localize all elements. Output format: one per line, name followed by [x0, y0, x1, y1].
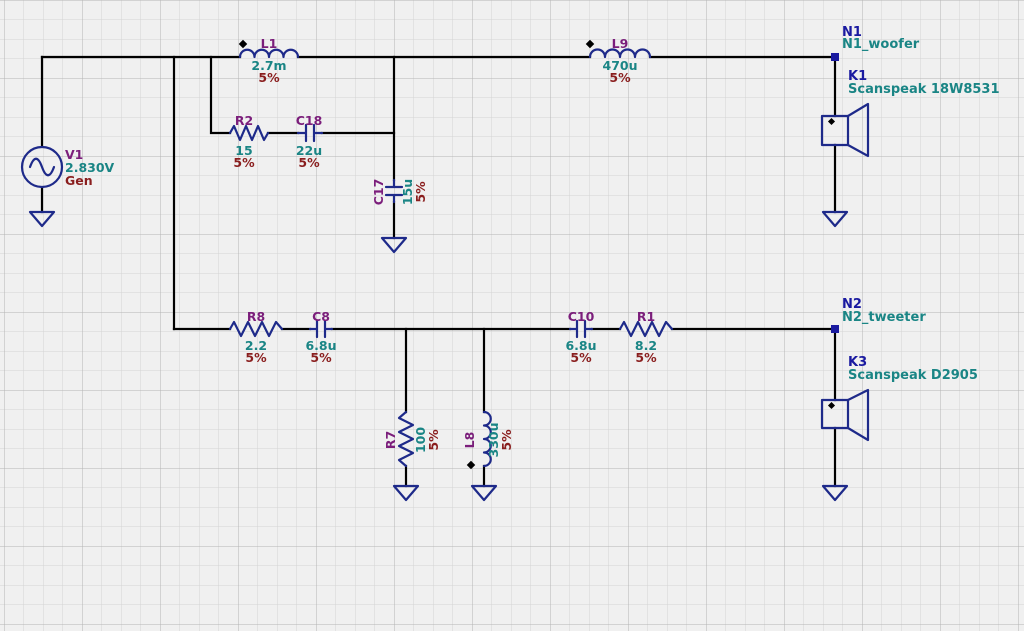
polarity-dot: [238, 39, 248, 49]
ground-icon: [380, 236, 408, 254]
r7-tol: 5%: [426, 429, 441, 451]
v1-extra: Gen: [65, 173, 93, 188]
resistor-icon: [228, 320, 284, 338]
l9-tol: 5%: [609, 70, 631, 85]
r7-name: R7: [383, 431, 398, 449]
capacitor-icon: [308, 319, 334, 339]
ground-symbols: [28, 210, 849, 502]
speaker-k1[interactable]: K1 Scanspeak 18W8531: [820, 69, 1000, 158]
l8-tol: 5%: [499, 429, 514, 451]
r2-value: 15: [235, 143, 252, 158]
v1-name: V1: [65, 147, 83, 162]
r8-tol: 5%: [245, 350, 267, 365]
component-r1[interactable]: R1 8.2 5%: [618, 309, 674, 365]
c8-name: C8: [312, 309, 330, 324]
node-n2[interactable]: N2 N2_tweeter: [831, 297, 926, 333]
n1-id: N1: [842, 25, 862, 40]
c8-tol: 5%: [310, 350, 332, 365]
component-r2[interactable]: R2 15 5%: [228, 113, 270, 170]
c8-value: 6.8u: [305, 338, 336, 353]
c10-name: C10: [568, 309, 595, 324]
capacitor-icon: [568, 319, 594, 339]
component-c8[interactable]: C8 6.8u 5%: [305, 309, 336, 365]
resistor-icon: [618, 320, 674, 338]
r2-tol: 5%: [233, 155, 255, 170]
r1-value: 8.2: [635, 338, 657, 353]
ac-source-icon: [20, 145, 64, 189]
component-l8[interactable]: L8 330u 5%: [462, 410, 514, 470]
resistor-icon: [397, 410, 415, 468]
n2-label: N2_tweeter: [842, 310, 926, 325]
component-r8[interactable]: R8 2.2 5%: [228, 309, 284, 365]
component-c10[interactable]: C10 6.8u 5%: [565, 309, 596, 365]
component-l9[interactable]: L9 470u 5%: [585, 36, 652, 85]
l9-value: 470u: [603, 58, 638, 73]
ground-icon: [821, 484, 849, 502]
n2-id: N2: [842, 297, 862, 312]
component-v1[interactable]: V1 2.830V Gen: [20, 145, 115, 189]
c18-value: 22u: [296, 143, 322, 158]
speaker-icon: [820, 102, 870, 158]
ground-icon: [470, 484, 498, 502]
k3-name: K3: [848, 355, 867, 370]
k1-name: K1: [848, 69, 867, 84]
r8-value: 2.2: [245, 338, 267, 353]
r8-name: R8: [247, 309, 265, 324]
r1-tol: 5%: [635, 350, 657, 365]
node-marker: [831, 325, 839, 333]
wires: [40, 55, 837, 488]
component-r7[interactable]: R7 100 5%: [383, 410, 441, 468]
capacitor-icon: [296, 123, 324, 143]
k3-model: Scanspeak D2905: [848, 368, 978, 383]
l1-name: L1: [261, 36, 278, 51]
r2-name: R2: [235, 113, 253, 128]
inductor-icon: [238, 48, 300, 59]
v1-value: 2.830V: [65, 160, 115, 175]
speaker-icon: [820, 388, 870, 442]
l1-value: 2.7m: [251, 58, 286, 73]
c10-tol: 5%: [570, 350, 592, 365]
speaker-k3[interactable]: K3 Scanspeak D2905: [820, 355, 978, 442]
node-n1[interactable]: N1 N1_woofer: [831, 25, 920, 61]
ground-icon: [821, 210, 849, 228]
r7-value: 100: [413, 427, 428, 453]
c17-value: 15u: [400, 179, 415, 205]
ground-icon: [392, 484, 420, 502]
l8-name: L8: [462, 432, 477, 449]
k1-model: Scanspeak 18W8531: [848, 82, 1000, 97]
c10-value: 6.8u: [565, 338, 596, 353]
c18-name: C18: [296, 113, 323, 128]
inductor-icon: [588, 48, 652, 59]
capacitor-icon: [384, 178, 404, 204]
node-marker: [831, 53, 839, 61]
r1-name: R1: [637, 309, 655, 324]
c18-tol: 5%: [298, 155, 320, 170]
component-c18[interactable]: C18 22u 5%: [296, 113, 324, 170]
l9-name: L9: [612, 36, 629, 51]
c17-tol: 5%: [413, 181, 428, 203]
l8-value: 330u: [486, 423, 501, 458]
resistor-icon: [228, 124, 270, 142]
component-c17[interactable]: C17 15u 5%: [371, 179, 428, 206]
component-l1[interactable]: L1 2.7m 5%: [238, 36, 300, 85]
l1-tol: 5%: [258, 70, 280, 85]
inductor-icon: [482, 410, 492, 468]
n1-label: N1_woofer: [842, 37, 920, 52]
ground-icon: [28, 210, 56, 228]
c17-name: C17: [371, 179, 386, 206]
polarity-dot: [466, 460, 476, 470]
